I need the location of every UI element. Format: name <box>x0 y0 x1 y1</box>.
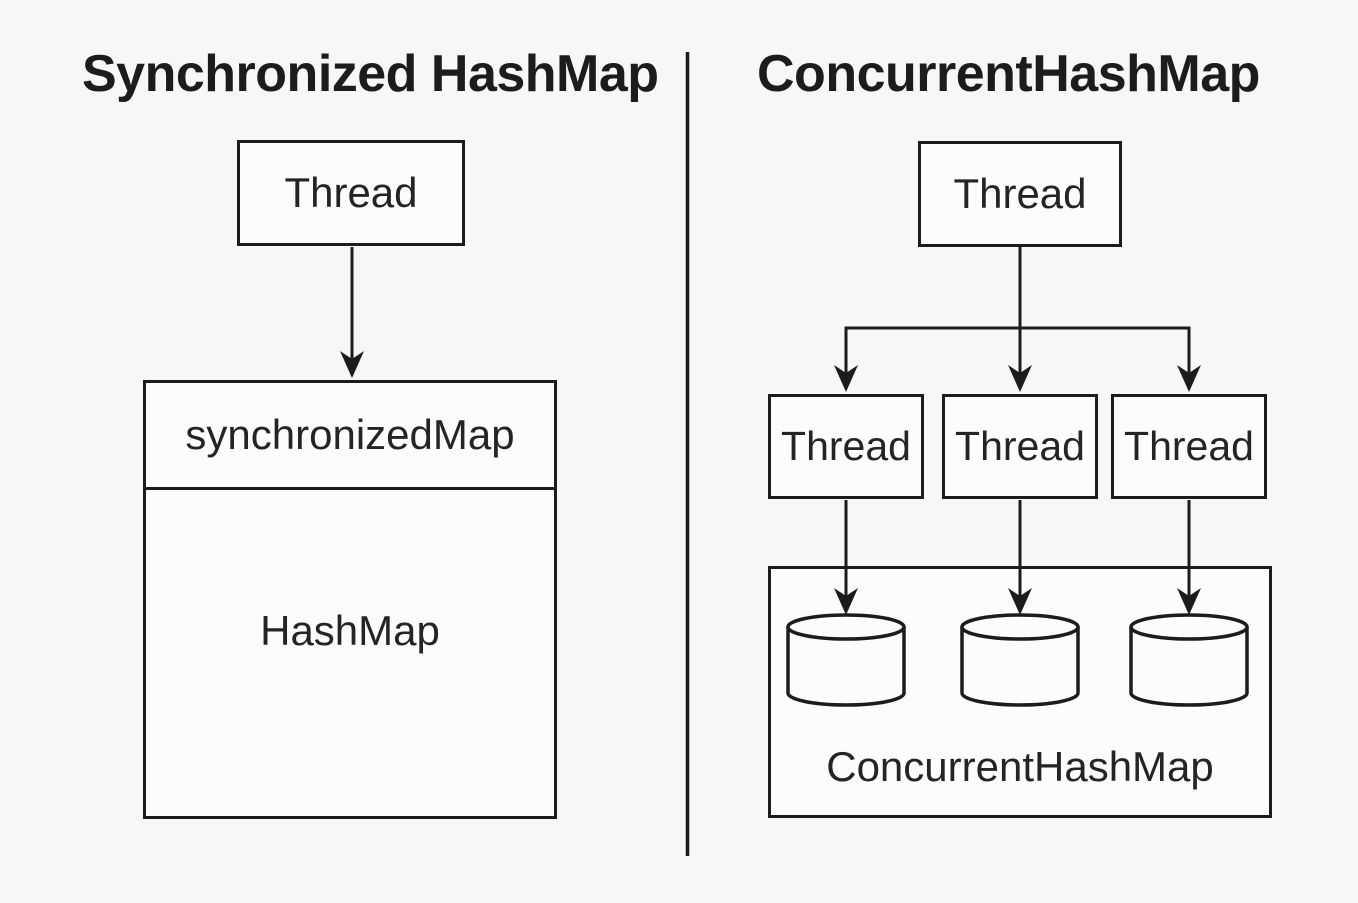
concurrent-hashmap-label: ConcurrentHashMap <box>826 742 1214 790</box>
hashmap-label: HashMap <box>260 606 440 654</box>
hashmap-section: HashMap <box>146 490 554 816</box>
arrowhead-left-thread-to-map <box>340 351 364 378</box>
synchronized-map-label: synchronizedMap <box>185 410 515 458</box>
right-root-thread-label: Thread <box>953 169 1087 217</box>
arrowhead-root-to-worker-3 <box>1177 365 1201 392</box>
left-panel-title: Synchronized HashMap <box>82 45 659 103</box>
right-worker-thread-box-3: Thread <box>1111 394 1267 499</box>
concurrent-hashmap-label-wrap: ConcurrentHashMap <box>771 742 1269 790</box>
left-thread-label: Thread <box>284 168 418 216</box>
right-worker-thread-box-2: Thread <box>942 394 1098 499</box>
right-worker-thread-label-2: Thread <box>955 422 1085 469</box>
arrowhead-root-to-worker-1 <box>834 365 858 392</box>
synchronized-map-header: synchronizedMap <box>146 383 554 490</box>
branch-bracket-line <box>844 326 1191 374</box>
right-worker-thread-label-1: Thread <box>781 422 911 469</box>
right-worker-thread-label-3: Thread <box>1124 422 1254 469</box>
synchronized-map-box: synchronizedMap HashMap <box>143 380 557 819</box>
concurrent-hashmap-box: ConcurrentHashMap <box>768 566 1272 818</box>
left-thread-box: Thread <box>237 140 465 246</box>
arrowhead-root-to-worker-2 <box>1008 365 1032 392</box>
right-root-thread-box: Thread <box>918 141 1122 247</box>
right-worker-thread-box-1: Thread <box>768 394 924 499</box>
right-panel-title: ConcurrentHashMap <box>757 45 1260 103</box>
